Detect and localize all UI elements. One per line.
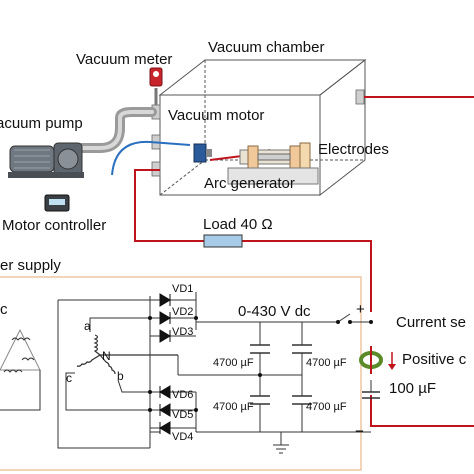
switch-node-right	[348, 320, 352, 324]
diodes	[159, 293, 171, 435]
cap-bottom-right-label: 4700 µF	[306, 401, 347, 413]
vacuum-meter-device	[149, 67, 163, 105]
motor-controller-label: Motor controller	[2, 217, 106, 234]
vd3-label: VD3	[172, 326, 193, 338]
transformer-wiring	[57, 299, 160, 449]
cap-bottom-left-label: 4700 µF	[213, 401, 254, 413]
node-b-label: b	[117, 369, 124, 383]
bridge-nodes	[148, 316, 198, 412]
voltage-label: 0-430 V dc	[238, 303, 311, 320]
minus-label: −	[355, 423, 364, 440]
vacuum-motor-label: Vacuum motor	[168, 107, 264, 124]
vacuum-meter-label: Vacuum meter	[76, 51, 172, 68]
dc-bus	[177, 313, 380, 454]
cap-top-right-label: 4700 µF	[306, 357, 347, 369]
blue-hose	[111, 140, 191, 176]
load-resistor	[203, 234, 243, 248]
vacuum-pump-device	[8, 142, 84, 178]
positive-label: Positive c	[402, 351, 467, 368]
ac-label: c	[0, 301, 8, 318]
electrodes-label: Electrodes	[318, 141, 389, 158]
switch-node-left	[336, 320, 340, 324]
plus-label: +	[356, 301, 365, 318]
cap-top-left-label: 4700 µF	[213, 357, 254, 369]
vacuum-chamber-label: Vacuum chamber	[208, 39, 324, 56]
capacitor-100-label: 100 µF	[389, 380, 436, 397]
node-n-label: N	[102, 349, 111, 363]
arc-generator-label: Arc generator	[204, 175, 295, 192]
vacuum-pump-label: acuum pump	[0, 115, 83, 132]
ac-source	[0, 328, 41, 411]
node-a-label: a	[84, 319, 91, 333]
cap-midpoint-node	[258, 373, 262, 377]
motor-controller-device	[44, 194, 70, 212]
output-plus-node	[369, 320, 373, 324]
vd1-label: VD1	[172, 283, 193, 295]
node-c-label: c	[66, 371, 72, 385]
current-sensor-device	[359, 346, 383, 374]
power-supply-border	[0, 276, 362, 471]
vd4-label: VD4	[172, 431, 193, 443]
power-supply-label: er supply	[0, 257, 61, 274]
vacuum-pump-pipe	[73, 107, 157, 153]
vd2-label: VD2	[172, 306, 193, 318]
current-sensor-label: Current se	[396, 314, 466, 331]
wye-transformer	[76, 334, 178, 375]
vd6-label: VD6	[172, 389, 193, 401]
vacuum-motor-device	[193, 143, 212, 163]
arc-generator-base	[227, 167, 319, 185]
current-direction-arrow	[388, 352, 396, 370]
electrodes-assembly	[239, 142, 311, 170]
load-label: Load 40 Ω	[203, 216, 273, 233]
vd5-label: VD5	[172, 409, 193, 421]
diode-bridge	[149, 292, 197, 448]
